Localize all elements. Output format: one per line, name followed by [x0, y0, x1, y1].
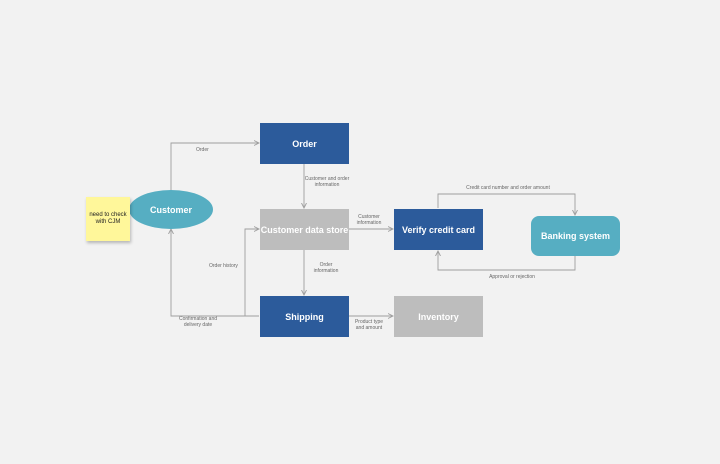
- node-verify-credit-card[interactable]: Verify credit card: [394, 209, 483, 250]
- edge-verify-banking: [437, 193, 575, 215]
- edge-label-customer-order-info: Customer and order information: [304, 176, 350, 188]
- node-shipping-label: Shipping: [285, 311, 324, 322]
- node-inventory-label: Inventory: [418, 311, 459, 322]
- node-customer-label: Customer: [149, 204, 192, 215]
- edge-label-order-information: Order information: [313, 262, 339, 274]
- node-inventory[interactable]: Inventory: [394, 296, 483, 337]
- edge-customer-order: [170, 143, 259, 191]
- node-customer-data-store[interactable]: Customer data store: [260, 209, 349, 250]
- edge-label-credit-card-amount: Credit card number and order amount: [466, 185, 550, 191]
- edge-label-approval-rejection: Approval or rejection: [489, 274, 535, 280]
- node-customer-data-store-label: Customer data store: [260, 224, 349, 235]
- edge-label-confirmation-delivery: Confirmation and delivery date: [178, 316, 218, 328]
- edge-label-customer-information: Customer information: [356, 214, 382, 226]
- edge-shipping-customer: [171, 229, 259, 317]
- node-verify-credit-card-label: Verify credit card: [401, 224, 476, 235]
- node-banking-system[interactable]: Banking system: [531, 216, 620, 256]
- edge-label-product-type-amount: Product type and amount: [354, 319, 384, 331]
- edge-shipping-datastore: [244, 229, 259, 317]
- node-order-label: Order: [292, 138, 317, 149]
- edge-label-order-history: Order history: [209, 263, 238, 269]
- node-banking-system-label: Banking system: [540, 231, 611, 241]
- node-customer[interactable]: Customer: [129, 190, 213, 229]
- edge-banking-verify: [438, 251, 576, 271]
- node-order[interactable]: Order: [260, 123, 349, 164]
- node-shipping[interactable]: Shipping: [260, 296, 349, 337]
- sticky-note[interactable]: need to check with CJM: [86, 197, 130, 241]
- sticky-note-text: need to check with CJM: [89, 211, 127, 226]
- edge-label-order: Order: [196, 147, 209, 153]
